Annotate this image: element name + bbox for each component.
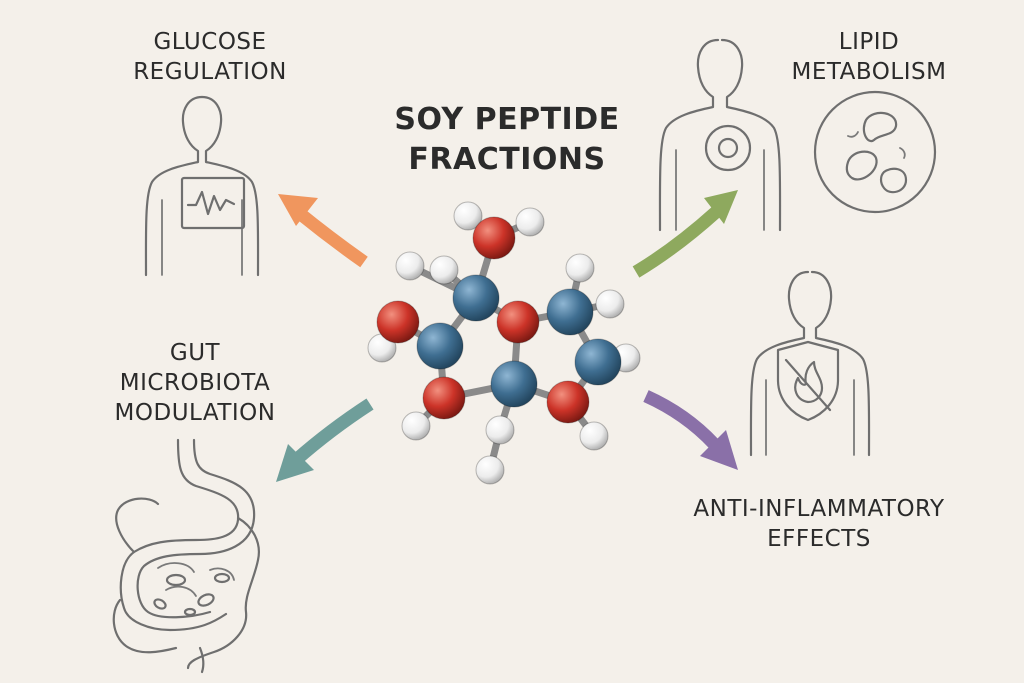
hydrogen-atom: [579, 421, 609, 451]
hydrogen-atom: [429, 255, 459, 285]
gut-label-line-2: MICROBIOTA: [119, 370, 271, 396]
title-line-1: SOY PEPTIDE: [394, 102, 620, 137]
hydrogen-atom: [485, 415, 515, 445]
hydrogen-atom: [565, 253, 595, 283]
gut-label-line-1: GUT: [169, 340, 221, 366]
gut-microbiota-label: GUT MICROBIOTA MODULATION: [90, 338, 300, 428]
hydrogen-atom: [475, 455, 505, 485]
arrow-to-lipid: [632, 190, 738, 278]
lipid-label-line-2: METABOLISM: [791, 59, 947, 85]
oxygen-atom: [546, 380, 590, 424]
carbon-atom: [574, 338, 622, 386]
carbon-atom: [416, 322, 464, 370]
arrow-to-gut: [276, 398, 374, 482]
lipid-label-line-1: LIPID: [838, 29, 900, 55]
oxygen-atom: [422, 376, 466, 420]
inflam-label-line-2: EFFECTS: [767, 526, 871, 552]
torso-glucose-icon: [144, 95, 260, 277]
hydrogen-atom: [453, 201, 483, 231]
gut-label-line-3: MODULATION: [114, 400, 276, 426]
lipid-metabolism-label: LIPID METABOLISM: [764, 27, 974, 87]
torso-shield-icon: [749, 270, 871, 457]
lipid-cell-icon: [813, 90, 937, 214]
arrow-to-inflammation: [643, 390, 738, 470]
oxygen-atom: [376, 300, 420, 344]
carbon-atom: [546, 288, 594, 336]
inflam-label-line-1: ANTI-INFLAMMATORY: [693, 496, 945, 522]
glucose-label-line-2: REGULATION: [133, 59, 287, 85]
oxygen-atom: [472, 216, 516, 260]
diagram-title: SOY PEPTIDE FRACTIONS: [372, 100, 642, 180]
glucose-label-line-1: GLUCOSE: [153, 29, 267, 55]
hydrogen-atom: [401, 411, 431, 441]
arrow-to-glucose: [278, 194, 368, 268]
soy-peptide-molecule: [367, 201, 641, 485]
anti-inflammatory-label: ANTI-INFLAMMATORY EFFECTS: [664, 494, 974, 554]
hydrogen-atom: [395, 251, 425, 281]
hydrogen-atom: [595, 289, 625, 319]
title-line-2: FRACTIONS: [408, 142, 606, 177]
glucose-regulation-label: GLUCOSE REGULATION: [110, 27, 310, 87]
carbon-atom: [452, 274, 500, 322]
oxygen-atom: [496, 300, 540, 344]
torso-lipid-icon: [658, 38, 782, 232]
carbon-atom: [490, 360, 538, 408]
hydrogen-atom: [515, 207, 545, 237]
intestine-icon: [112, 438, 260, 674]
